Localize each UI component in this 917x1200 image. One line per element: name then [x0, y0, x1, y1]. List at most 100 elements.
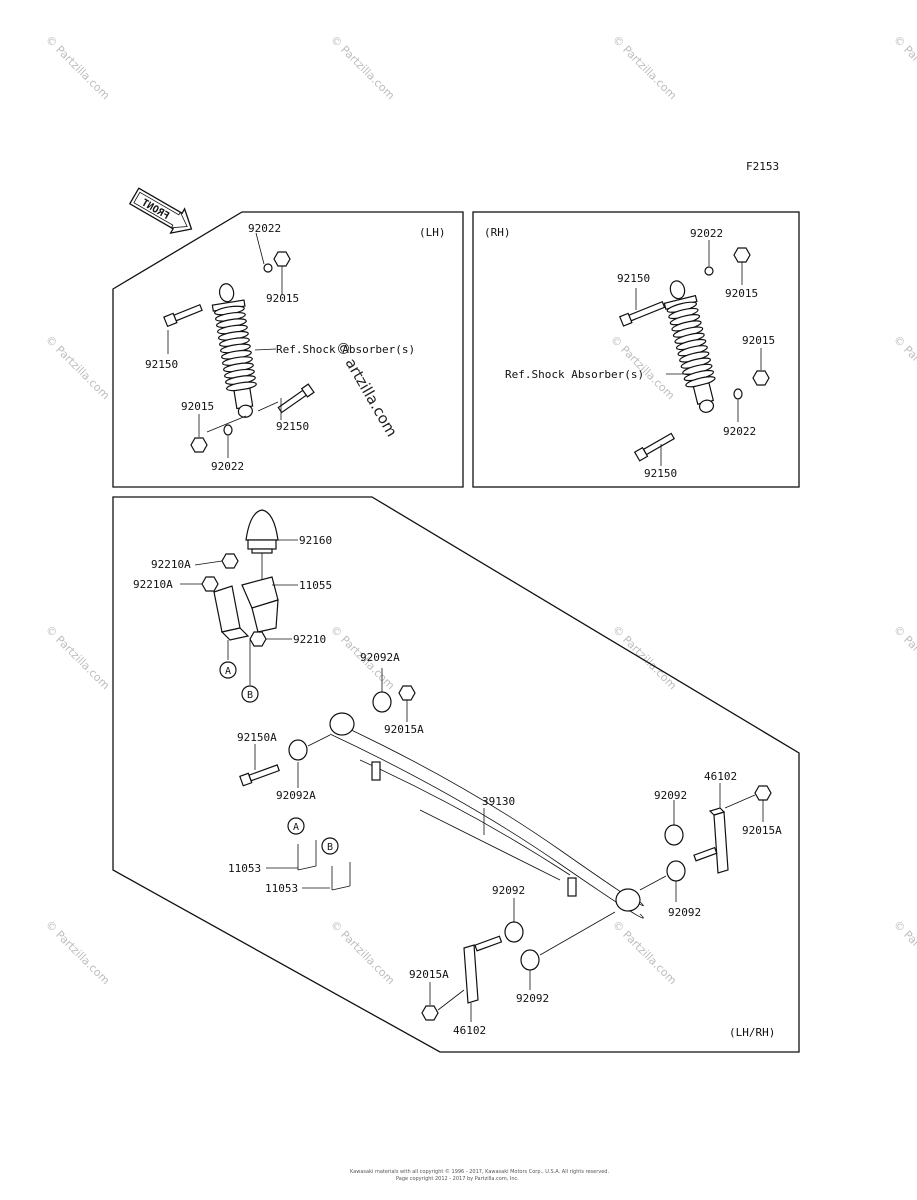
part-label: 92015A — [384, 723, 424, 736]
shackle-icon — [463, 944, 479, 1004]
part-label: 92150 — [145, 358, 178, 371]
watermark-layer: © Partzilla.com © Partzilla.com © Partzi… — [43, 33, 917, 987]
bushing-icon — [372, 691, 392, 713]
bushing-icon — [520, 949, 540, 971]
bolt-icon — [693, 846, 718, 862]
bolt-icon — [633, 432, 676, 462]
watermark: © Partzilla.com — [43, 918, 112, 987]
callout-a: A — [293, 822, 299, 833]
part-label: 92092A — [360, 651, 400, 664]
lh-panel: (LH) 92022 92015 — [112, 211, 464, 488]
callout-circle — [219, 661, 237, 679]
part-label: 92022 — [723, 425, 756, 438]
watermark: © Partzilla.com — [328, 918, 397, 987]
part-label: 92092A — [276, 789, 316, 802]
bolt-icon — [239, 764, 280, 787]
shock-absorber-rh — [663, 280, 716, 413]
callout-b: B — [247, 690, 253, 701]
front-arrow-icon: FRONT — [128, 187, 193, 235]
callout-circle — [241, 685, 259, 703]
part-label: 92160 — [299, 534, 332, 547]
part-label: 92022 — [211, 460, 244, 473]
washer-icon — [223, 424, 233, 436]
part-label: 92150 — [617, 272, 650, 285]
part-label: 92092 — [516, 992, 549, 1005]
part-label: 11053 — [265, 882, 298, 895]
part-label: 11053 — [228, 862, 261, 875]
part-label: 92150 — [276, 420, 309, 433]
washer-icon — [704, 266, 714, 276]
watermark: © Partzilla.com — [891, 623, 917, 692]
nut-icon — [752, 370, 770, 386]
nut-icon — [421, 1005, 439, 1021]
bolt-icon — [163, 303, 203, 328]
part-label: 92022 — [248, 222, 281, 235]
bushing-icon — [664, 824, 684, 846]
nut-icon — [754, 785, 772, 801]
watermark: © Partzilla.com — [328, 33, 397, 102]
callout-a: A — [225, 666, 231, 677]
bushing-icon — [288, 739, 308, 761]
washer-icon — [263, 263, 273, 273]
callout-b: B — [327, 842, 333, 853]
part-label: 11055 — [299, 579, 332, 592]
svg-text:©: © — [332, 338, 355, 360]
bump-stop-icon — [245, 509, 279, 554]
rh-panel: (RH) 92022 92150 92015 92015 — [472, 211, 800, 488]
part-label: 92092 — [492, 884, 525, 897]
svg-text:artzilla.com: artzilla.com — [342, 355, 401, 440]
bolt-icon — [474, 935, 503, 952]
part-label: 92015 — [742, 334, 775, 347]
part-label: 92150A — [237, 731, 277, 744]
watermark: © Partzilla.com — [43, 623, 112, 692]
footer-copyright: Kawasaki materials with all copyright © … — [350, 1168, 609, 1175]
part-label: 92015A — [742, 824, 782, 837]
callout-circle — [287, 817, 305, 835]
bushing-icon — [504, 921, 524, 943]
bolt-icon — [619, 300, 666, 327]
bushing-icon — [666, 860, 686, 882]
nut-icon — [201, 576, 219, 592]
washer-icon — [733, 388, 743, 400]
part-label: 39130 — [482, 795, 515, 808]
leaf-spring-icon — [329, 712, 644, 919]
panel-tag-lh: (LH) — [419, 226, 446, 239]
part-label: 92022 — [690, 227, 723, 240]
watermark: © Partzilla.com — [610, 623, 679, 692]
watermark: © Partzilla.com — [891, 33, 917, 102]
part-label: 92092 — [668, 906, 701, 919]
watermark: © Partzilla.com — [43, 333, 112, 402]
part-label: 92210A — [151, 558, 191, 571]
part-label: 92015A — [409, 968, 449, 981]
bracket-icon — [213, 576, 279, 641]
footer-page-copyright: Page copyright 2012 - 2017 by Partzilla.… — [396, 1176, 519, 1182]
callout-circle — [321, 837, 339, 855]
part-label: 92210 — [293, 633, 326, 646]
part-label: 46102 — [704, 770, 737, 783]
nut-icon — [733, 247, 751, 263]
watermark: © Partzilla.com — [610, 33, 679, 102]
panel-tag-rh: (RH) — [484, 226, 511, 239]
part-label: Ref.Shock Absorber(s) — [276, 343, 415, 356]
bolt-icon — [277, 383, 315, 414]
part-label: 92015 — [725, 287, 758, 300]
clip-icon — [331, 862, 351, 891]
watermark: © Partzilla.com — [43, 33, 112, 102]
part-label: 92015 — [181, 400, 214, 413]
figure-ref-code: F2153 — [746, 160, 779, 173]
part-label: 92210A — [133, 578, 173, 591]
watermark: © Partzilla.com — [610, 918, 679, 987]
part-label: Ref.Shock Absorber(s) — [505, 368, 644, 381]
nut-icon — [249, 631, 267, 647]
part-label: 92150 — [644, 467, 677, 480]
nut-icon — [273, 251, 291, 267]
part-label: 92015 — [266, 292, 299, 305]
part-label: 46102 — [453, 1024, 486, 1037]
nut-icon — [190, 437, 208, 453]
part-label: 92092 — [654, 789, 687, 802]
watermark: © Partzilla.com — [891, 918, 917, 987]
panel-tag-spring: (LH/RH) — [729, 1026, 775, 1039]
nut-icon — [398, 685, 416, 701]
clip-icon — [297, 840, 317, 871]
